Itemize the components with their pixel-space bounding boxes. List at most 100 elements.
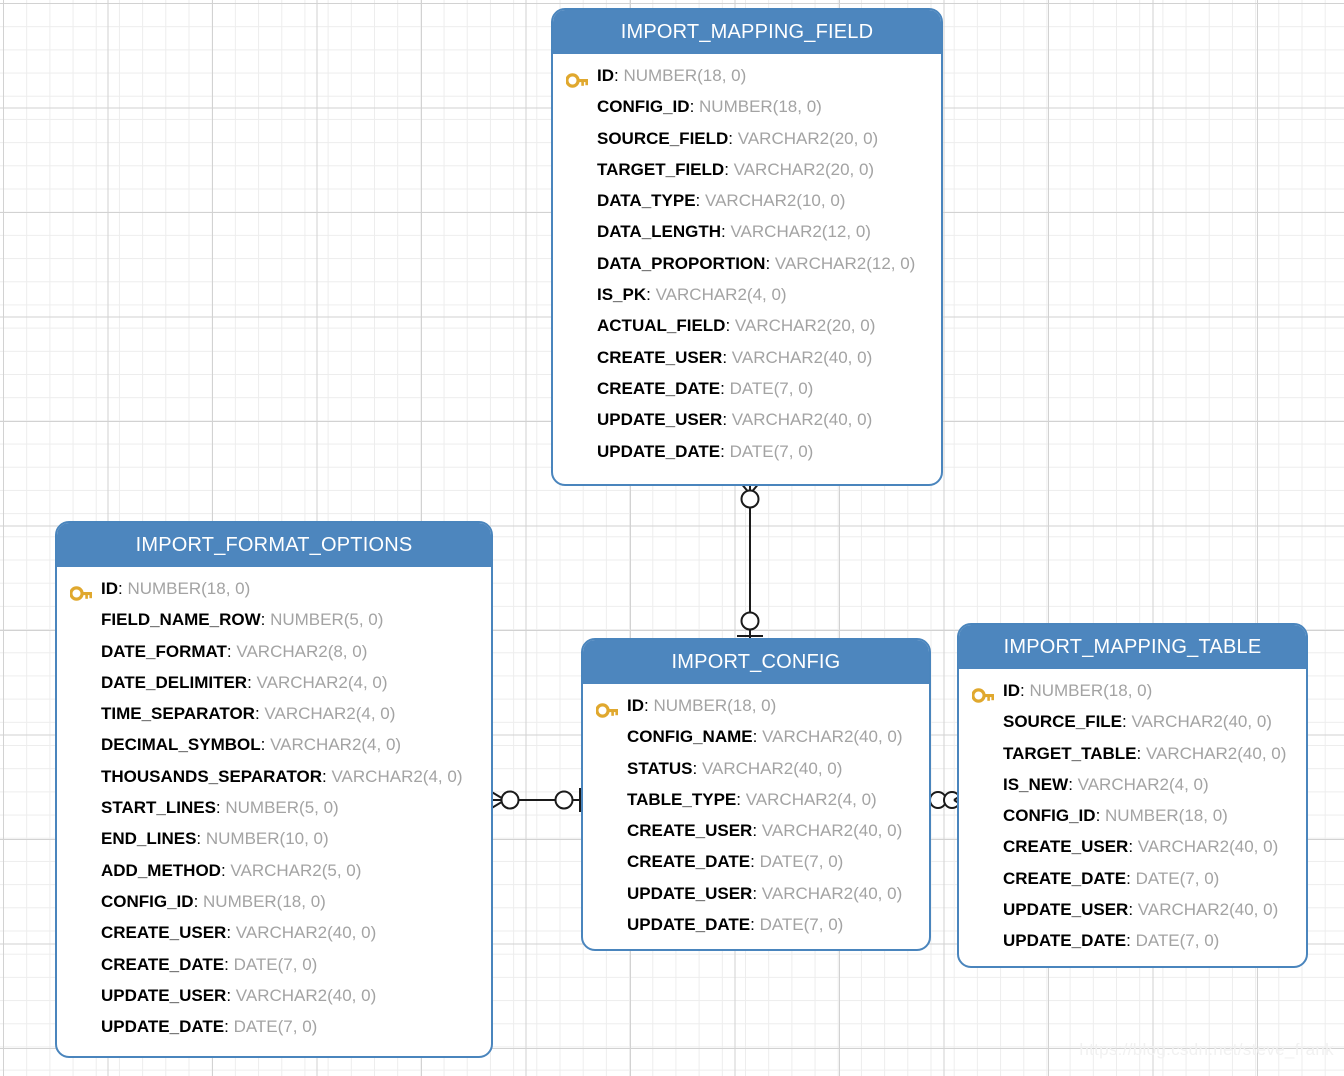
attribute-row[interactable]: START_LINES: NUMBER(5, 0) xyxy=(57,792,491,823)
attribute-row[interactable]: CONFIG_NAME: VARCHAR2(40, 0) xyxy=(583,721,929,752)
attribute-type: VARCHAR2(40, 0) xyxy=(1131,712,1272,732)
attribute-row[interactable]: DECIMAL_SYMBOL: VARCHAR2(4, 0) xyxy=(57,729,491,760)
attribute-type: NUMBER(18, 0) xyxy=(127,579,251,598)
attribute-row[interactable]: ID: NUMBER(18, 0) xyxy=(553,60,941,91)
attribute-row[interactable]: CONFIG_ID: NUMBER(18, 0) xyxy=(959,800,1306,831)
attribute-separator: : xyxy=(224,954,234,974)
attribute-row[interactable]: ID: NUMBER(18, 0) xyxy=(583,690,929,721)
attribute-row[interactable]: DATA_TYPE: VARCHAR2(10, 0) xyxy=(553,185,941,216)
relationship-format-options-config[interactable] xyxy=(488,770,588,830)
relationship-mapping-field-config[interactable] xyxy=(700,480,800,645)
entity-attributes-import_mapping_field: ID: NUMBER(18, 0)CONFIG_ID: NUMBER(18, 0… xyxy=(553,54,941,477)
attribute-row[interactable]: ACTUAL_FIELD: VARCHAR2(20, 0) xyxy=(553,310,941,341)
attribute-type: VARCHAR2(12, 0) xyxy=(774,253,916,273)
attribute-type: DATE(7, 0) xyxy=(729,441,814,461)
attribute-name: ACTUAL_FIELD xyxy=(597,316,726,336)
attribute-row[interactable]: CREATE_DATE: DATE(7, 0) xyxy=(959,863,1306,894)
entity-title-import_format_options: IMPORT_FORMAT_OPTIONS xyxy=(57,523,491,567)
entity-title-import_config: IMPORT_CONFIG xyxy=(583,640,929,684)
attribute-name: START_LINES xyxy=(101,798,216,818)
attribute-row[interactable]: CREATE_USER: VARCHAR2(40, 0) xyxy=(583,815,929,846)
attribute-type: VARCHAR2(40, 0) xyxy=(1137,900,1279,920)
attribute-row[interactable]: SOURCE_FIELD: VARCHAR2(20, 0) xyxy=(553,123,941,154)
attribute-separator: : xyxy=(226,985,236,1005)
attribute-row[interactable]: CREATE_USER: VARCHAR2(40, 0) xyxy=(553,342,941,373)
attribute-row[interactable]: TARGET_TABLE: VARCHAR2(40, 0) xyxy=(959,738,1306,769)
attribute-name: DECIMAL_SYMBOL xyxy=(101,735,261,755)
attribute-row[interactable]: DATA_PROPORTION: VARCHAR2(12, 0) xyxy=(553,248,941,279)
attribute-name: UPDATE_DATE xyxy=(1003,931,1127,951)
attribute-type: VARCHAR2(4, 0) xyxy=(270,735,402,755)
attribute-type: NUMBER(18, 0) xyxy=(699,97,822,117)
attribute-row[interactable]: UPDATE_DATE: DATE(7, 0) xyxy=(959,925,1306,956)
attribute-name: TARGET_TABLE xyxy=(1003,743,1137,763)
attribute-type: NUMBER(18, 0) xyxy=(1105,806,1228,826)
attribute-row[interactable]: IS_PK: VARCHAR2(4, 0) xyxy=(553,279,941,310)
attribute-type: VARCHAR2(40, 0) xyxy=(235,985,377,1005)
attribute-row[interactable]: CONFIG_ID: NUMBER(18, 0) xyxy=(553,91,941,122)
attribute-row[interactable]: ID: NUMBER(18, 0) xyxy=(57,573,491,604)
attribute-name: IS_NEW xyxy=(1003,774,1069,794)
attribute-separator: : xyxy=(322,766,332,786)
attribute-type: NUMBER(10, 0) xyxy=(205,829,329,849)
entity-title-import_mapping_field: IMPORT_MAPPING_FIELD xyxy=(553,10,941,54)
attribute-row[interactable]: TIME_SEPARATOR: VARCHAR2(4, 0) xyxy=(57,698,491,729)
attribute-separator: : xyxy=(196,829,206,849)
attribute-row[interactable]: UPDATE_USER: VARCHAR2(40, 0) xyxy=(553,404,941,435)
attribute-row[interactable]: CREATE_USER: VARCHAR2(40, 0) xyxy=(959,831,1306,862)
attribute-row[interactable]: UPDATE_USER: VARCHAR2(40, 0) xyxy=(57,980,491,1011)
primary-key-icon xyxy=(565,72,588,88)
attribute-type: DATE(7, 0) xyxy=(759,852,844,872)
attribute-separator: : xyxy=(689,97,700,117)
entity-import_format_options[interactable]: IMPORT_FORMAT_OPTIONS ID: NUMBER(18, 0)FI… xyxy=(55,521,493,1058)
attribute-row[interactable]: ADD_METHOD: VARCHAR2(5, 0) xyxy=(57,855,491,886)
attribute-row[interactable]: TARGET_FIELD: VARCHAR2(20, 0) xyxy=(553,154,941,185)
attribute-row[interactable]: UPDATE_DATE: DATE(7, 0) xyxy=(57,1011,491,1042)
attribute-type: NUMBER(18, 0) xyxy=(653,696,777,715)
attribute-name: CONFIG_NAME xyxy=(627,727,753,747)
attribute-type: NUMBER(18, 0) xyxy=(203,891,326,911)
attribute-row[interactable]: IS_NEW: VARCHAR2(4, 0) xyxy=(959,769,1306,800)
attribute-row[interactable]: STATUS: VARCHAR2(40, 0) xyxy=(583,753,929,784)
primary-key-icon xyxy=(69,585,92,601)
attribute-row[interactable]: CREATE_DATE: DATE(7, 0) xyxy=(57,949,491,980)
attribute-name: TIME_SEPARATOR xyxy=(101,704,255,724)
attribute-row[interactable]: UPDATE_USER: VARCHAR2(40, 0) xyxy=(583,878,929,909)
attribute-type: NUMBER(18, 0) xyxy=(1029,681,1153,700)
attribute-row[interactable]: FIELD_NAME_ROW: NUMBER(5, 0) xyxy=(57,604,491,635)
attribute-row[interactable]: CREATE_DATE: DATE(7, 0) xyxy=(583,846,929,877)
attribute-row[interactable]: DATE_DELIMITER: VARCHAR2(4, 0) xyxy=(57,667,491,698)
attribute-row[interactable]: CREATE_DATE: DATE(7, 0) xyxy=(553,373,941,404)
attribute-row[interactable]: CONFIG_ID: NUMBER(18, 0) xyxy=(57,886,491,917)
attribute-type: VARCHAR2(10, 0) xyxy=(705,191,846,211)
attribute-row[interactable]: UPDATE_DATE: DATE(7, 0) xyxy=(583,909,929,940)
key-icon xyxy=(971,683,996,703)
attribute-name: UPDATE_USER xyxy=(1003,900,1129,920)
attribute-separator: : xyxy=(1095,806,1106,826)
attribute-row[interactable]: THOUSANDS_SEPARATOR: VARCHAR2(4, 0) xyxy=(57,761,491,792)
attribute-name: CREATE_DATE xyxy=(1003,868,1127,888)
attribute-row[interactable]: END_LINES: NUMBER(10, 0) xyxy=(57,823,491,854)
watermark-text: https://blog.csdn.net/steve_frank xyxy=(1079,1040,1334,1059)
key-icon xyxy=(595,698,620,718)
attribute-row[interactable]: DATE_FORMAT: VARCHAR2(8, 0) xyxy=(57,636,491,667)
attribute-row[interactable]: UPDATE_DATE: DATE(7, 0) xyxy=(553,436,941,467)
attribute-name: UPDATE_DATE xyxy=(101,1017,225,1037)
attribute-type: VARCHAR2(40, 0) xyxy=(1137,837,1279,857)
attribute-row[interactable]: SOURCE_FILE: VARCHAR2(40, 0) xyxy=(959,706,1306,737)
attribute-name: SOURCE_FILE xyxy=(1003,712,1123,732)
attribute-row[interactable]: ID: NUMBER(18, 0) xyxy=(959,675,1306,706)
attribute-row[interactable]: CREATE_USER: VARCHAR2(40, 0) xyxy=(57,917,491,948)
attribute-name: SOURCE_FIELD xyxy=(597,128,729,148)
attribute-separator: : xyxy=(118,579,128,598)
attribute-row[interactable]: TABLE_TYPE: VARCHAR2(4, 0) xyxy=(583,784,929,815)
attribute-separator: : xyxy=(1126,868,1136,888)
attribute-type: VARCHAR2(40, 0) xyxy=(731,347,873,367)
attribute-row[interactable]: DATA_LENGTH: VARCHAR2(12, 0) xyxy=(553,216,941,247)
attribute-row[interactable]: UPDATE_USER: VARCHAR2(40, 0) xyxy=(959,894,1306,925)
attribute-name: TABLE_TYPE xyxy=(627,789,737,809)
